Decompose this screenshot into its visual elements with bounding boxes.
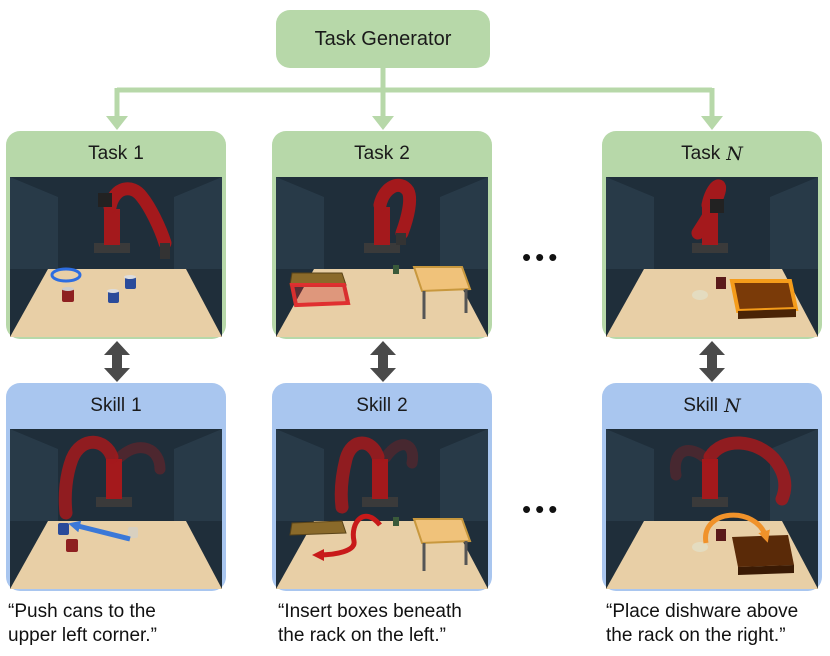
skill-scene-n [606,429,818,589]
skill-number: 2 [397,395,408,416]
caption-line: upper left corner.” [8,625,157,646]
robot-arm-icon [364,178,417,253]
skill-label: Skill [90,395,126,416]
push-arrow-icon [68,520,131,542]
caption-skill-2: “Insert boxes beneath the rack on the le… [278,600,508,648]
bowl-icon [692,542,708,552]
place-arrow-icon [703,512,770,544]
robot-arm-icon [669,436,792,507]
task-scene-1 [10,177,222,337]
task-scene-n [606,177,818,337]
bidirectional-arrow-n [699,341,725,382]
robot-arm-icon [691,179,728,253]
bidirectional-arrow-1 [104,341,130,382]
ellipsis-tasks: ••• [522,242,562,272]
robot-arm-icon [94,182,172,259]
can-icon [62,275,136,303]
rack-icon [729,279,799,319]
caption-line: the rack on the right.” [606,625,786,646]
task-number: 2 [399,143,410,164]
blue-ring-icon [50,267,82,283]
skill-number: 1 [131,395,142,416]
cup-icon [716,529,726,541]
ellipsis-skills: ••• [522,494,562,524]
can-icon [393,265,399,274]
rack-icon [412,266,472,319]
caption-line: “Push cans to the [8,601,156,622]
robot-arm-icon [334,436,419,514]
task-number: N [726,143,743,165]
caption-skill-n: “Place dishware above the rack on the ri… [606,600,830,648]
skill-scene-1 [10,429,222,589]
can-icon [58,523,138,552]
bowl-icon [692,290,708,300]
box-icon [289,520,347,536]
task-scene-2 [276,177,488,337]
skill-scene-2 [276,429,488,589]
skill-label: Skill [356,395,392,416]
caption-line: “Place dishware above [606,601,799,622]
bidirectional-arrow-2 [370,341,396,382]
task-label: Task [354,143,394,164]
arrowhead-task-n [701,116,723,130]
rack-icon [732,535,794,575]
cup-icon [716,277,726,289]
arrowhead-task-1 [106,116,128,130]
task-label: Task [88,143,128,164]
caption-skill-1: “Push cans to the upper left corner.” [8,600,238,648]
skill-number: N [724,395,741,417]
table-top [10,521,222,589]
rack-icon [412,518,472,571]
task-generator-label: Task Generator [314,27,452,50]
task-generator-box: Task Generator [276,10,490,68]
insert-arrow-icon [312,513,382,561]
task-label: Task [681,143,721,164]
generator-to-task-connector [114,68,715,118]
can-icon [393,517,399,526]
robot-arm-icon [58,435,166,520]
task-number: 1 [133,143,144,164]
caption-line: the rack on the left.” [278,625,446,646]
caption-line: “Insert boxes beneath [278,601,462,622]
skill-label: Skill [683,395,719,416]
arrowhead-task-2 [372,116,394,130]
